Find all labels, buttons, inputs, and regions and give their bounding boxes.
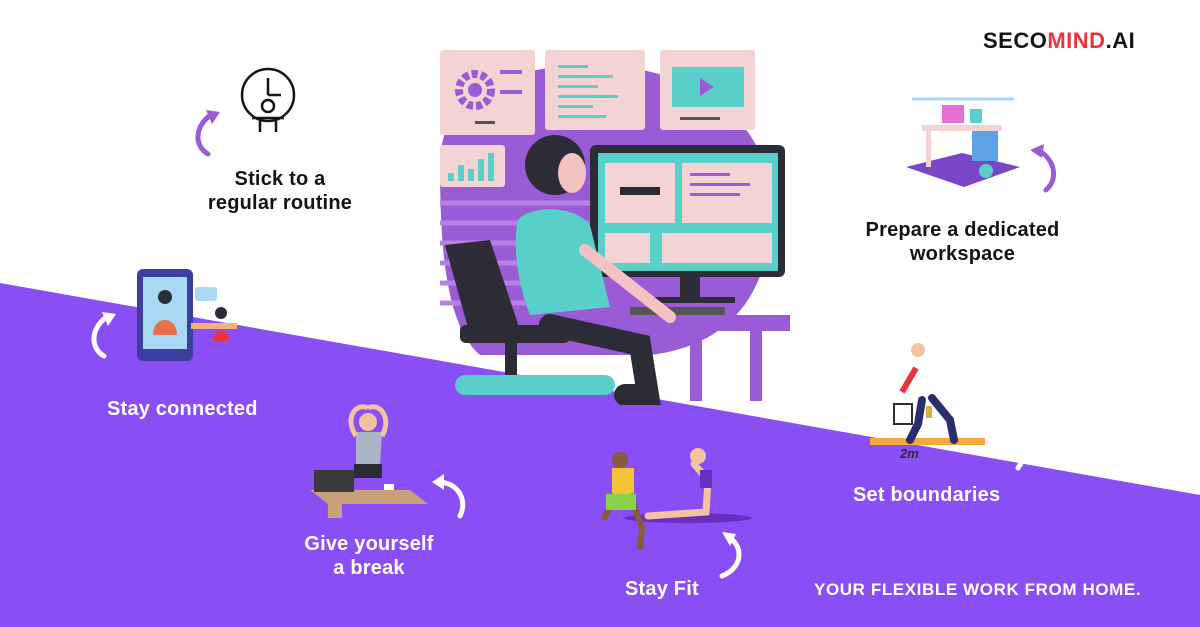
video-call-icon [137,269,237,361]
brand-logo: SECOMIND.AI [983,28,1136,53]
boundary-distance-marker: 2m [900,446,919,461]
bar-chart-panel [440,145,505,187]
desk-workspace-icon [906,97,1020,187]
tip-boundaries-label: Set boundaries [853,484,1001,506]
curved-arrow-icon [994,418,1027,471]
paint-line-icon [870,343,985,445]
exercise-icon [601,448,752,551]
woman-at-computer [515,135,676,405]
curved-arrow-icon [91,312,116,359]
curved-arrow-icon [719,532,742,579]
stretching-person-icon [310,404,428,518]
tip-connected-label: Stay connected [107,398,258,420]
clock-person-icon [240,67,296,132]
curved-arrow-icon [1030,144,1056,193]
code-panel [545,50,645,130]
settings-panel [440,50,535,135]
curved-arrow-icon [432,474,466,519]
curved-arrow-icon [195,110,220,157]
monitor [590,145,785,303]
tip-fit-label: Stay Fit [625,578,699,600]
central-illustration [440,50,790,405]
tagline: YOUR FLEXIBLE WORK FROM HOME. [814,580,1142,599]
video-panel [660,50,755,130]
office-chair [445,240,615,395]
